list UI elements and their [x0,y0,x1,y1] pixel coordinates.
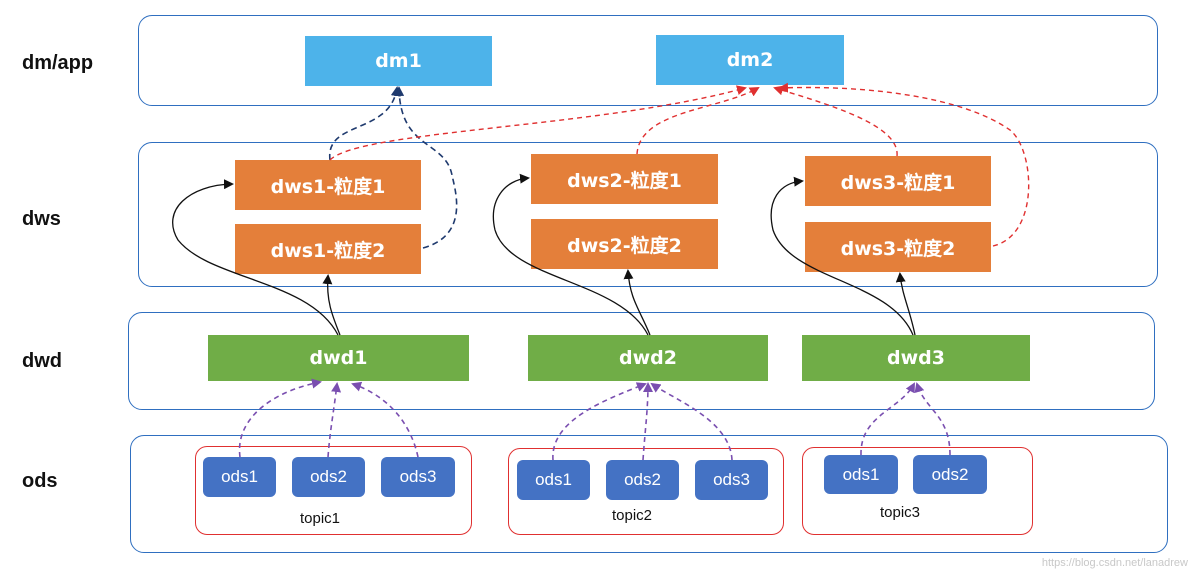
topic3-ods2-node: ods2 [913,455,987,494]
topic2-ods2-node: ods2 [606,460,679,500]
dwd1-node: dwd1 [208,335,469,381]
dws2-grain2-node: dws2-粒度2 [531,219,718,269]
dm2-node: dm2 [656,35,844,85]
dws1-grain2-node: dws1-粒度2 [235,224,421,274]
layer-label-dm: dm/app [22,52,94,74]
dwd3-node: dwd3 [802,335,1030,381]
watermark: https://blog.csdn.net/lanadrew [1041,557,1188,569]
layer-label-dws: dws [22,208,61,230]
topic1-label: topic1 [300,510,341,527]
dws3-grain2-node: dws3-粒度2 [805,222,991,272]
dws1-grain1-node: dws1-粒度1 [235,160,421,210]
dm-layer-box [138,15,1158,106]
topic1-ods3-node: ods3 [381,457,455,497]
topic2-ods3-node: ods3 [695,460,768,500]
topic1-ods2-node: ods2 [292,457,365,497]
dws3-grain1-node: dws3-粒度1 [805,156,991,206]
topic3-ods1-node: ods1 [824,455,898,494]
topic2-ods1-node: ods1 [517,460,590,500]
topic3-label: topic3 [880,504,921,521]
dm1-node: dm1 [305,36,492,86]
layer-label-dwd: dwd [22,350,62,372]
topic2-label: topic2 [612,507,653,524]
dws2-grain1-node: dws2-粒度1 [531,154,718,204]
topic1-ods1-node: ods1 [203,457,276,497]
dwd2-node: dwd2 [528,335,768,381]
layer-label-ods: ods [22,470,58,492]
